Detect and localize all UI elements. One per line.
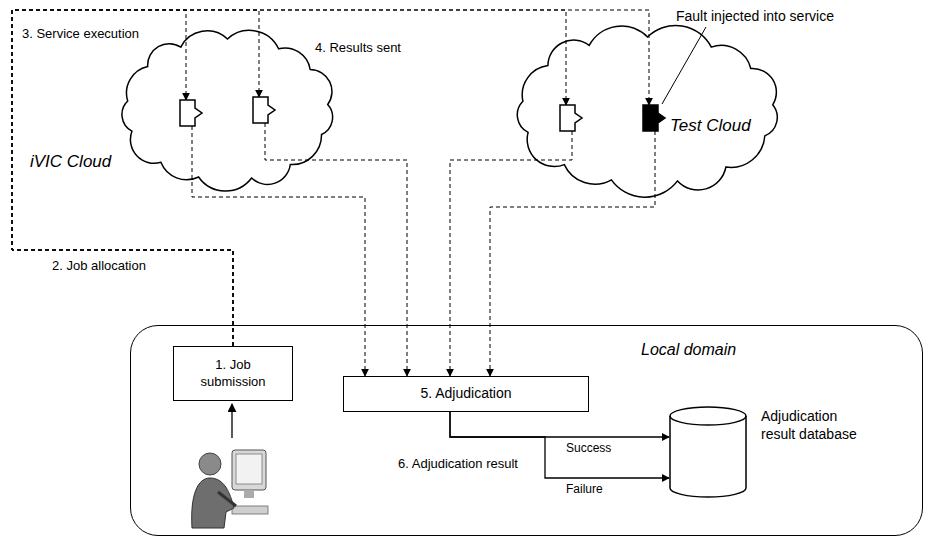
user-arrow — [231, 404, 232, 438]
service-icon — [180, 100, 202, 126]
cloud-outline — [122, 30, 333, 191]
node-heading: iVIC Cloud — [30, 152, 111, 172]
cloud-outline — [110, 22, 345, 197]
database-rim — [670, 416, 746, 425]
step-label: 3. Service execution — [22, 26, 139, 42]
flow-connector — [450, 412, 669, 478]
leader-line — [662, 27, 706, 104]
step-label: Fault injected into service — [676, 8, 834, 25]
service-icon — [253, 97, 275, 123]
monitor-screen — [236, 454, 262, 484]
flow-connector — [12, 10, 259, 346]
edge-label: Failure — [566, 482, 603, 496]
flow-connector — [450, 412, 669, 437]
user-head — [199, 453, 221, 475]
service-icon — [560, 105, 582, 131]
process-box: 1. Job submission — [173, 346, 293, 401]
node-heading: Local domain — [641, 340, 736, 359]
cloud-region: iVIC Cloud — [110, 22, 345, 197]
step-label: 6. Adjudication result — [398, 456, 518, 472]
box-label: 5. Adjudication — [420, 385, 511, 403]
flow-connector — [192, 126, 365, 376]
user-icon — [192, 450, 268, 528]
monitor — [232, 450, 266, 490]
flow-connector — [265, 123, 407, 376]
faulty-service-icon — [643, 105, 665, 131]
edge-label: Success — [566, 441, 611, 455]
user-arm — [218, 492, 236, 506]
node-heading: Test Cloud — [670, 116, 751, 136]
monitor-stand — [244, 490, 254, 498]
step-label: 4. Results sent — [315, 40, 401, 56]
database-cylinder: Adjudication result database — [669, 406, 747, 498]
flow-connector — [490, 131, 655, 376]
flow-connector — [12, 10, 649, 346]
box-label: 1. Job submission — [182, 357, 284, 390]
node-heading: Adjudication result database — [761, 408, 866, 443]
flow-connector — [450, 131, 572, 376]
cloud-region: Test Cloud — [505, 20, 790, 200]
process-box: 5. Adjudication — [343, 376, 589, 412]
database-outline — [669, 406, 747, 498]
user-body — [192, 478, 234, 528]
keyboard — [232, 506, 268, 514]
flow-connector — [12, 10, 566, 346]
database-outline — [670, 407, 746, 497]
domain-region: 1. Job submission 5. AdjudicationAdjudica… — [130, 325, 923, 536]
step-label: 2. Job allocation — [52, 258, 146, 274]
cloud-outline — [517, 25, 777, 197]
cloud-outline — [505, 20, 790, 200]
